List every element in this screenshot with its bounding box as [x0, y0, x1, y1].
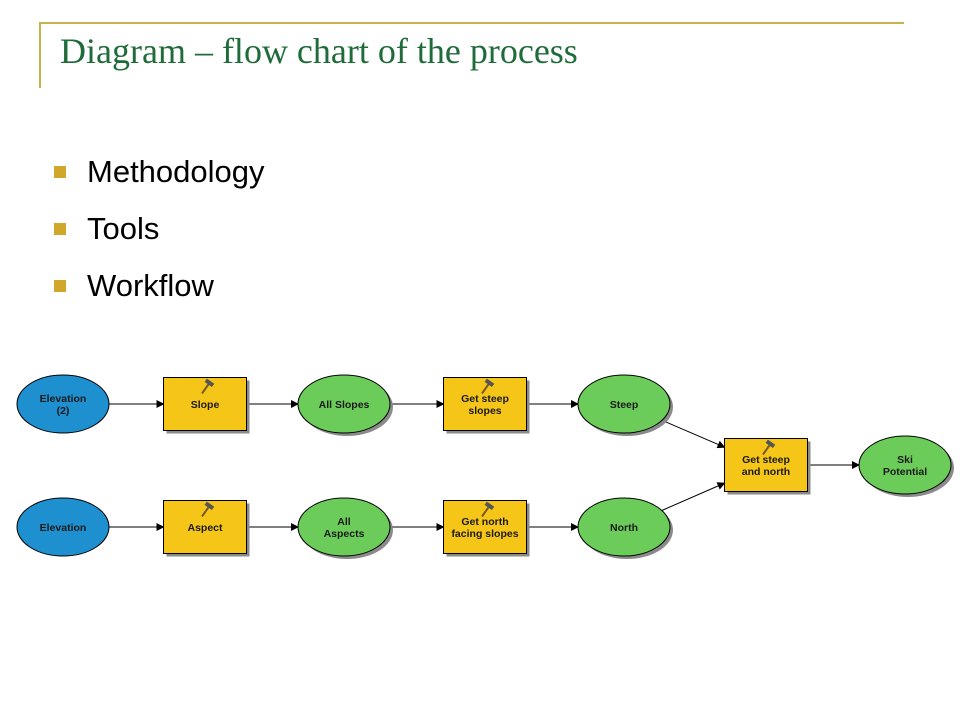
node-label: All Slopes	[319, 399, 370, 411]
node-elevation2: Elevation(2)	[16, 374, 110, 434]
input-data-ellipse	[16, 374, 110, 434]
derived-data-ellipse	[297, 497, 391, 557]
tool-box	[163, 500, 247, 554]
bullet-text: Workflow	[87, 267, 214, 303]
hammer-icon	[762, 439, 776, 456]
tool-box	[163, 377, 247, 431]
node-label: All	[337, 516, 351, 528]
node-north: North	[577, 497, 673, 559]
hammer-icon	[481, 501, 495, 518]
square-bullet-icon	[54, 222, 66, 235]
bullet-text: Methodology	[87, 153, 265, 189]
node-all-slopes: All Slopes	[297, 374, 393, 436]
tool-box	[443, 500, 527, 554]
node-label: Get north	[461, 516, 508, 528]
derived-data-ellipse	[577, 497, 671, 557]
square-bullet-icon	[54, 165, 66, 178]
node-label: Aspect	[187, 522, 223, 534]
derived-data-ellipse	[297, 374, 391, 434]
hammer-icon	[481, 378, 495, 395]
title-rule-left	[39, 22, 41, 88]
bullet-item-workflow: Workflow	[54, 257, 265, 314]
node-slope: Slope	[163, 377, 250, 434]
connector-arrow	[661, 482, 726, 511]
node-label: and north	[742, 466, 790, 478]
connector-arrow	[661, 419, 726, 449]
node-label: North	[610, 522, 638, 534]
node-elevation: Elevation	[16, 497, 110, 557]
slide-title: Diagram – flow chart of the process	[60, 31, 578, 71]
node-aspect: Aspect	[163, 500, 250, 557]
node-label: Elevation	[40, 522, 87, 534]
hammer-icon	[201, 501, 215, 518]
tool-box	[443, 377, 527, 431]
node-label: Potential	[883, 466, 927, 478]
node-label: Ski	[897, 454, 913, 466]
derived-data-ellipse	[577, 374, 671, 434]
node-label: Aspects	[324, 528, 365, 540]
bullet-item-tools: Tools	[54, 200, 265, 257]
square-bullet-icon	[54, 279, 66, 292]
title-rule-top	[40, 22, 904, 24]
tool-box	[724, 438, 808, 492]
node-label: Get steep	[742, 454, 790, 466]
input-data-ellipse	[16, 497, 110, 557]
bullet-item-methodology: Methodology	[54, 143, 265, 200]
node-label: Steep	[610, 399, 639, 411]
bullet-list: Methodology Tools Workflow	[54, 143, 265, 314]
node-label: (2)	[57, 405, 70, 417]
node-label: Elevation	[40, 393, 87, 405]
bullet-text: Tools	[87, 210, 160, 246]
node-steep: Steep	[577, 374, 673, 436]
hammer-icon	[201, 378, 215, 395]
node-label: Slope	[191, 399, 220, 411]
derived-data-ellipse	[858, 435, 952, 495]
node-label: facing slopes	[451, 528, 518, 540]
node-label: Get steep	[461, 393, 509, 405]
node-label: slopes	[468, 405, 501, 417]
